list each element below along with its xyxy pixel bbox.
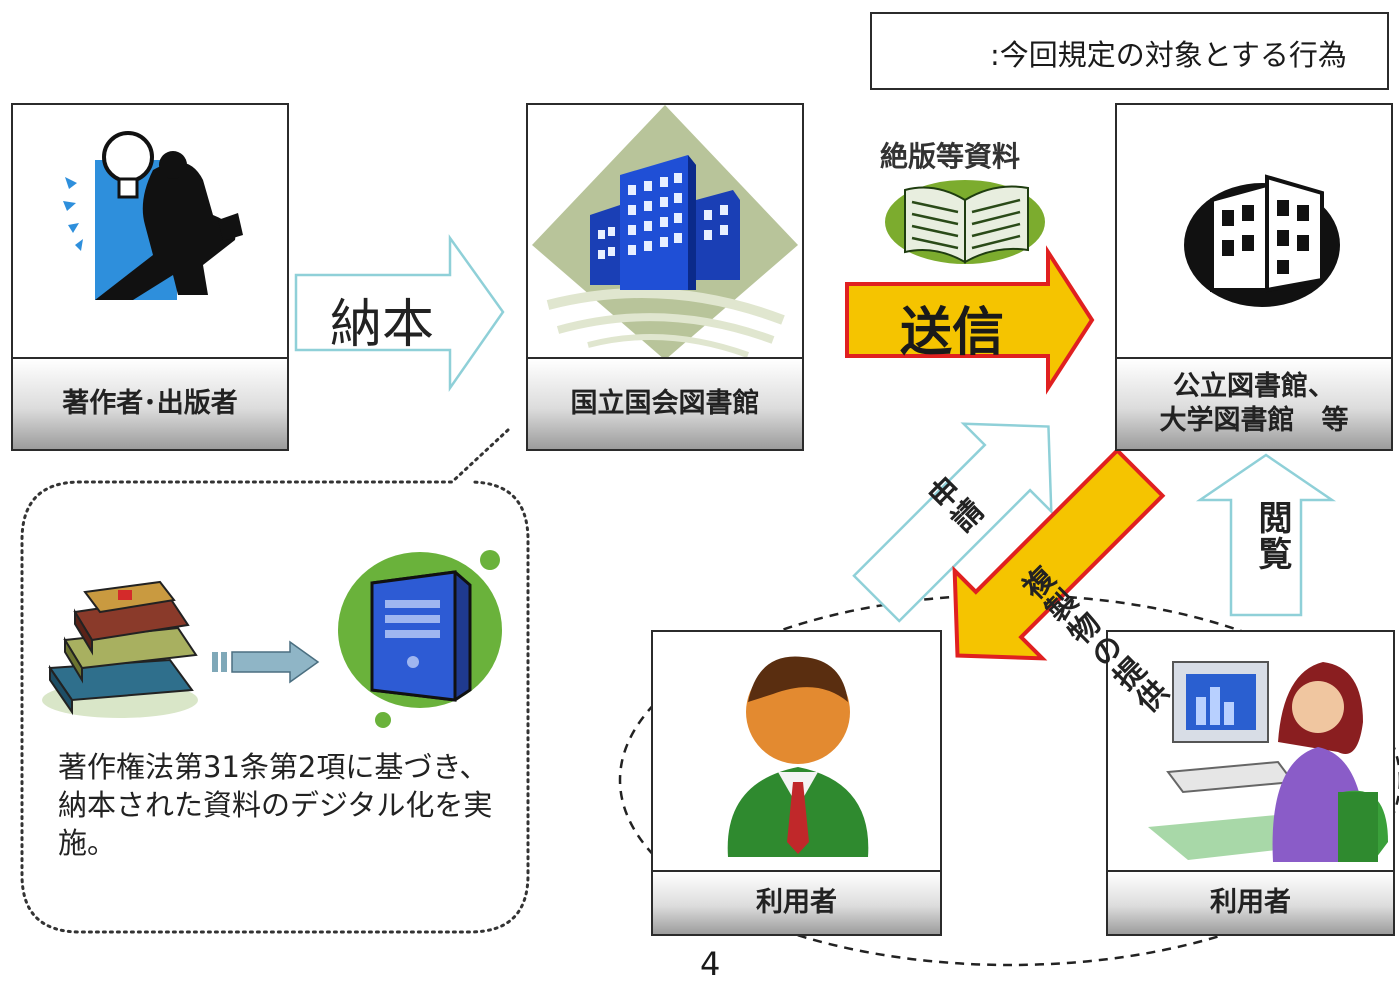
computer-icon (338, 550, 502, 728)
browse-arrow (1195, 453, 1337, 617)
library-caption-line1: 公立図書館、 (1173, 371, 1335, 403)
library-box: 公立図書館、 大学図書館 等 (1115, 103, 1393, 451)
provide-copy-arrow (952, 447, 1166, 661)
ndl-caption: 国立国会図書館 (528, 357, 802, 449)
user-right-box: 利用者 (1106, 630, 1395, 936)
legend-box: :今回規定の対象とする行為 (870, 12, 1389, 90)
user-left-box: 利用者 (651, 630, 942, 936)
deposit-label: 納本 (330, 295, 435, 355)
user-right-caption: 利用者 (1108, 870, 1393, 934)
request-arrow (852, 422, 1053, 623)
author-box: 著作者･出版者 (11, 103, 289, 451)
library-caption-line2: 大学図書館 等 (1159, 405, 1349, 436)
books-icon (42, 580, 198, 718)
building-icon (1184, 174, 1340, 307)
digitization-note: 著作権法第31条第2項に基づき、納本された資料のデジタル化を実施。 (58, 750, 493, 860)
speech-bubble (20, 428, 530, 934)
buildings-icon (532, 105, 798, 360)
library-caption: 公立図書館、 大学図書館 等 (1117, 357, 1391, 449)
open-book-icon (885, 180, 1045, 264)
digitize-arrow (212, 640, 320, 684)
legend-label: :今回規定の対象とする行為 (990, 38, 1347, 72)
page-number: 4 (700, 945, 721, 983)
transmit-label: 送信 (900, 303, 1005, 363)
inventor-icon (63, 131, 243, 300)
ndl-box: 国立国会図書館 (526, 103, 804, 451)
user-left-caption: 利用者 (653, 870, 940, 934)
deposit-arrow (294, 234, 505, 392)
browse-label: 閲覧 (1252, 500, 1292, 572)
author-caption: 著作者･出版者 (13, 357, 287, 449)
out-of-print-label: 絶版等資料 (880, 140, 1021, 173)
woman-computer-icon (1148, 661, 1388, 862)
man-avatar-icon (727, 656, 869, 857)
transmit-arrow (845, 245, 1095, 395)
